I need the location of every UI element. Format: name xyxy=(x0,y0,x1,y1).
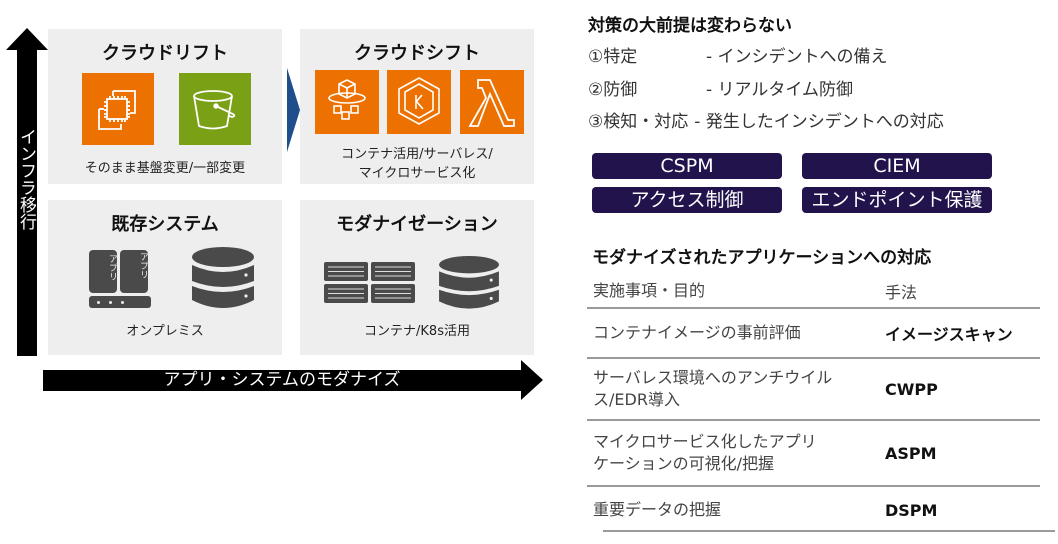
header-purpose: 実施事項・目的 xyxy=(593,281,706,300)
panel-caption-line1: コンテナ活用/サーバレス/ xyxy=(341,147,493,162)
row-method: ASPM xyxy=(885,443,937,463)
purpose-line: コンテナイメージの事前評価 xyxy=(593,323,801,342)
premise-desc: - インシデントへの備え xyxy=(706,47,888,67)
premise-item: ①特定 - インシデントへの備え xyxy=(588,42,888,67)
premise-num: ③検知・対応 xyxy=(588,112,689,132)
premise-title: 対策の大前提は変わらない xyxy=(588,16,792,36)
purpose-line: サーバレス環境へのアンチウイル xyxy=(593,368,833,387)
premise-desc: - 発生したインシデントへの対応 xyxy=(694,112,944,132)
purpose-line: 重要データの把握 xyxy=(593,500,722,519)
app-modernize-arrow: アプリ・システムのモダナイズ xyxy=(43,360,543,400)
infra-migration-arrow: インフラ移行 xyxy=(6,28,48,356)
premise-item: ③検知・対応 - 発生したインシデントへの対応 xyxy=(588,107,944,132)
database-icon xyxy=(438,255,500,315)
fargate-icon xyxy=(315,70,379,134)
lambda-icon xyxy=(460,70,524,134)
eks-kubernetes-icon xyxy=(387,70,451,134)
database-icon xyxy=(191,246,255,314)
row-purpose: 重要データの把握 xyxy=(587,499,885,521)
infra-migration-label: インフラ移行 xyxy=(16,128,36,230)
purpose-line: マイクロサービス化したアプリ xyxy=(593,432,817,451)
purpose-line: ス/EDR導入 xyxy=(593,390,680,409)
s3-bucket-icon xyxy=(179,73,251,145)
row-method: DSPM xyxy=(885,500,938,520)
row-purpose: コンテナイメージの事前評価 xyxy=(587,322,885,344)
table-row: コンテナイメージの事前評価 イメージスキャン xyxy=(587,309,1040,359)
cloud-lift-panel: クラウドリフト そのまま基盤変更/一部変更 xyxy=(48,29,282,184)
badge-ciem: CIEM xyxy=(802,153,992,179)
row-method: CWPP xyxy=(885,379,938,399)
server-base xyxy=(89,296,151,308)
transition-chevron-icon xyxy=(287,68,300,152)
cloud-shift-panel: クラウドシフト コンテナ活用/サーバレス/ マイクロサービス化 xyxy=(300,29,534,184)
badge-cspm: CSPM xyxy=(592,153,782,179)
legacy-system-panel: 既存システム アプリ アプリ オンプレミス xyxy=(48,200,282,355)
app-server-icon: アプリ アプリ xyxy=(89,250,151,308)
modernization-panel: モダナイゼーション コンテナ/K8s活用 xyxy=(300,200,534,355)
table-bottom-divider xyxy=(603,530,1055,532)
premise-num: ①特定 xyxy=(588,47,638,67)
panel-title: クラウドリフト xyxy=(102,43,228,64)
panel-caption-line2: マイクロサービス化 xyxy=(358,166,476,181)
arrow-up-head xyxy=(6,28,48,50)
panel-caption: コンテナ/K8s活用 xyxy=(364,324,470,339)
table-row: 重要データの把握 DSPM xyxy=(587,487,1040,533)
panel-title: 既存システム xyxy=(111,214,219,235)
row-purpose: サーバレス環境へのアンチウイル ス/EDR導入 xyxy=(587,367,885,411)
premise-desc: - リアルタイム防御 xyxy=(706,80,854,100)
table-row: マイクロサービス化したアプリ ケーションの可視化/把握 ASPM xyxy=(587,421,1040,487)
container-grid-icon xyxy=(324,262,416,304)
badge-endpoint-protection: エンドポイント保護 xyxy=(802,187,992,213)
row-method: イメージスキャン xyxy=(885,325,1013,344)
arrow-shaft xyxy=(43,370,521,391)
panel-title: モダナイゼーション xyxy=(336,214,498,235)
panel-caption: そのまま基盤変更/一部変更 xyxy=(84,161,246,176)
arrow-shaft xyxy=(17,49,37,356)
header-method: 手法 xyxy=(885,283,918,302)
table-header-row: 実施事項・目的 手法 xyxy=(587,275,1040,309)
app-modernize-label: アプリ・システムのモダナイズ xyxy=(163,370,401,390)
table-row: サーバレス環境へのアンチウイル ス/EDR導入 CWPP xyxy=(587,359,1040,421)
panel-title: クラウドシフト xyxy=(354,43,480,64)
panel-caption: オンプレミス xyxy=(126,324,204,339)
measures-table: 実施事項・目的 手法 コンテナイメージの事前評価 イメージスキャン サーバレス環… xyxy=(587,275,1040,533)
badge-access-control: アクセス制御 xyxy=(592,187,782,213)
premise-item: ②防御 - リアルタイム防御 xyxy=(588,75,853,100)
purpose-line: ケーションの可視化/把握 xyxy=(593,454,775,473)
ec2-instances-icon xyxy=(82,73,154,145)
row-purpose: マイクロサービス化したアプリ ケーションの可視化/把握 xyxy=(587,431,885,475)
arrow-right-head xyxy=(521,360,543,400)
app-block: アプリ xyxy=(120,250,148,293)
modern-apps-title: モダナイズされたアプリケーションへの対応 xyxy=(592,248,932,268)
app-block: アプリ xyxy=(89,250,117,293)
premise-num: ②防御 xyxy=(588,80,638,100)
